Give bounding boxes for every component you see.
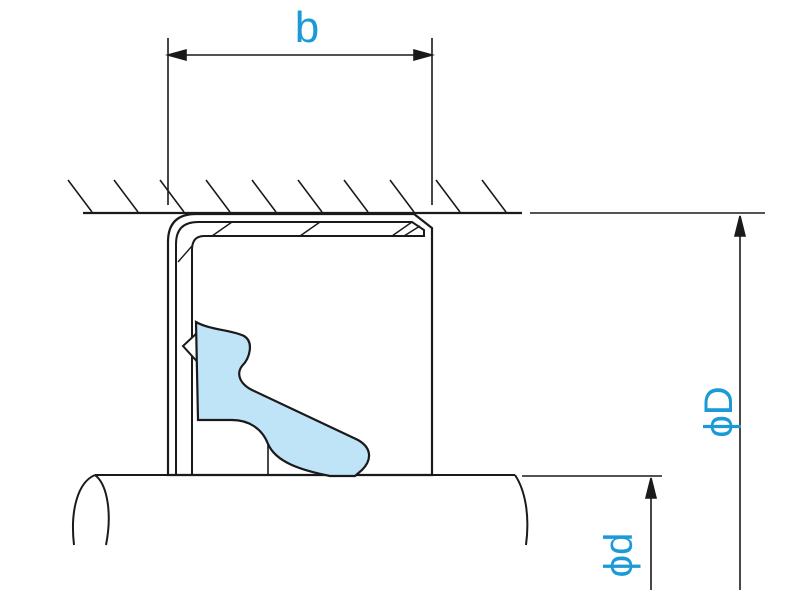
shaft (72, 474, 529, 546)
dimension-b (165, 38, 435, 205)
dimension-outer-diameter (530, 212, 765, 590)
dimension-inner-diameter-label: ϕd (597, 533, 641, 578)
dimension-outer-diameter-label: ϕD (697, 386, 741, 437)
dimension-inner-diameter (522, 475, 662, 590)
case-hatching (177, 221, 421, 263)
housing-hatching (67, 179, 522, 215)
sealing-lip (194, 320, 371, 478)
dimension-b-label: b (295, 3, 319, 52)
metal-case (175, 221, 425, 475)
